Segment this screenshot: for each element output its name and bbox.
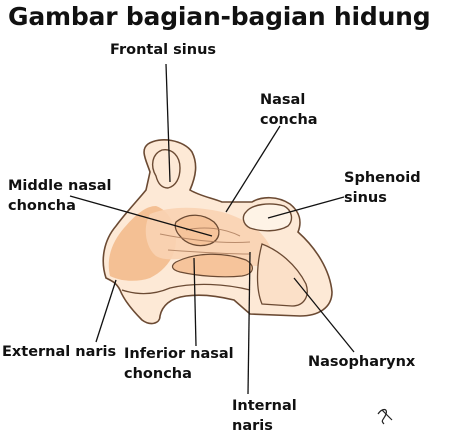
frontal-sinus-shape	[151, 149, 181, 189]
leader-inferior-nasal-choncha	[193, 257, 197, 347]
leader-external-naris	[95, 279, 117, 343]
label-middle-nasal-choncha: Middle nasal choncha	[8, 176, 112, 216]
leader-nasopharynx	[293, 277, 355, 353]
label-inferior-nasal-choncha-line1: Inferior nasal	[124, 346, 234, 362]
label-nasal-concha: Nasal concha	[260, 90, 318, 130]
middle-concha-shape	[174, 214, 220, 247]
label-middle-nasal-choncha-line2: choncha	[8, 198, 76, 214]
label-sphenoid-sinus: Sphenoid sinus	[344, 168, 421, 208]
label-sphenoid-sinus-line1: Sphenoid	[344, 170, 421, 186]
artist-signature-mark	[377, 408, 393, 425]
leader-nasal-concha	[225, 125, 281, 213]
label-external-naris: External naris	[2, 344, 117, 360]
leader-frontal-sinus	[165, 63, 171, 183]
leader-sphenoid-sinus	[267, 196, 345, 219]
label-middle-nasal-choncha-line1: Middle nasal	[8, 178, 112, 194]
sphenoid-sinus-shape	[242, 203, 293, 232]
label-frontal-sinus: Frontal sinus	[110, 42, 217, 58]
label-sphenoid-sinus-line2: sinus	[344, 190, 387, 206]
label-nasal-concha-line1: Nasal	[260, 92, 306, 108]
label-inferior-nasal-choncha-line2: choncha	[124, 366, 192, 382]
nasopharynx-shape	[256, 243, 308, 307]
label-internal-naris-line2: naris	[232, 418, 273, 434]
leader-lines	[69, 63, 355, 395]
leader-middle-nasal-choncha	[69, 195, 213, 237]
diagram-title: Gambar bagian-bagian hidung	[8, 2, 431, 31]
label-internal-naris-line1: Internal	[232, 398, 297, 414]
inferior-concha-shape	[171, 253, 253, 278]
palate-floor	[121, 283, 251, 295]
turbinate-detail-lines	[159, 227, 251, 255]
label-nasopharynx: Nasopharynx	[308, 354, 416, 370]
label-nasal-concha-line2: concha	[260, 112, 318, 128]
leader-internal-naris	[247, 251, 251, 395]
label-inferior-nasal-choncha: Inferior nasal choncha	[124, 344, 234, 384]
label-internal-naris: Internal naris	[232, 396, 297, 436]
